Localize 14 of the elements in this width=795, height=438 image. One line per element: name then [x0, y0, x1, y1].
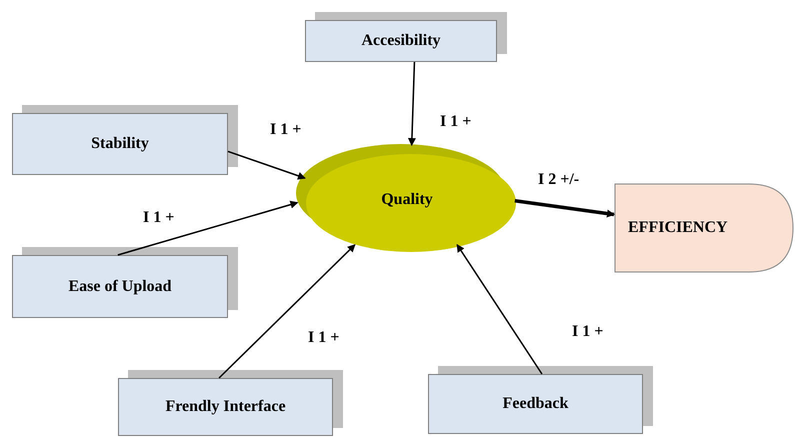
arrow: [118, 200, 298, 256]
node-label: Quality: [381, 190, 433, 210]
node-label: Feedback: [502, 394, 568, 414]
arrow: [408, 62, 416, 146]
node-label: Stability: [91, 134, 149, 154]
node-label: Ease of Upload: [68, 276, 172, 296]
node-label: Accesibility: [361, 31, 441, 51]
arrow: [456, 244, 543, 374]
node-label: Frendly Interface: [165, 397, 286, 417]
arrow: [228, 150, 306, 180]
node-label: EFFICIENCY: [628, 218, 728, 238]
efficiency-shape: [614, 183, 794, 273]
arrow: [514, 199, 615, 218]
arrow: [218, 244, 356, 379]
